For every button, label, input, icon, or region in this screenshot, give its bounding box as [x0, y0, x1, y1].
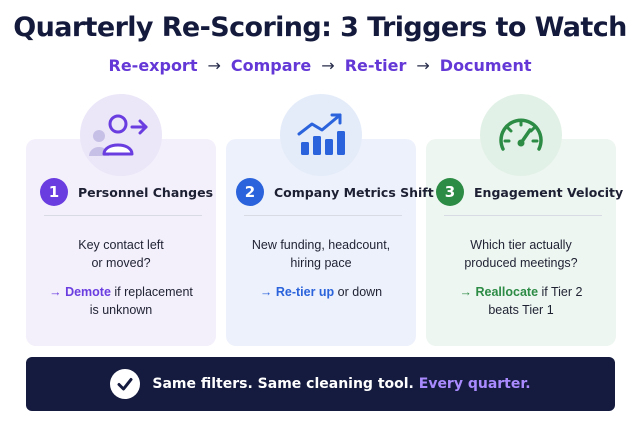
process-steps: Re-export → Compare → Re-tier → Document: [0, 56, 640, 75]
question-line: New funding, headcount,: [251, 238, 391, 252]
action-arrow: →: [459, 285, 473, 299]
card-action: → Demote if replacement is unknown: [26, 283, 216, 319]
action-line: → Re-tier up or down: [226, 283, 416, 301]
step-arrow: →: [416, 56, 430, 75]
speedometer-icon: [480, 94, 562, 176]
card-action: → Re-tier up or down: [226, 283, 416, 301]
card-header-metrics: 2 Company Metrics Shift: [236, 176, 434, 208]
question-line: Key contact left: [78, 238, 164, 252]
action-highlight: Demote: [65, 285, 111, 299]
card-title: Personnel Changes: [78, 184, 214, 200]
card-title: Company Metrics Shift: [274, 184, 434, 200]
step-number-badge: 2: [236, 178, 264, 206]
step-compare: Compare: [230, 56, 312, 75]
action-arrow: →: [49, 285, 62, 299]
card-question: New funding, headcount, hiring pace: [226, 236, 416, 272]
step-number-badge: 1: [40, 178, 68, 206]
check-circle-icon: [110, 369, 141, 399]
action-line-2: is unknown: [89, 303, 153, 317]
card-title: Engagement Velocity: [474, 184, 624, 200]
footer-main-text: Same filters. Same cleaning tool.: [152, 376, 414, 392]
question-line: produced meetings?: [464, 256, 578, 270]
action-line-2: beats Tier 1: [488, 303, 554, 317]
step-re-export: Re-export: [108, 56, 198, 75]
action-line: → Demote if replacement: [26, 283, 216, 301]
step-arrow: →: [321, 56, 335, 75]
footer-accent-text: Every quarter.: [418, 376, 531, 392]
step-arrow: →: [207, 56, 221, 75]
person-arrow-icon: [80, 94, 162, 176]
action-rest: if replacement: [110, 285, 193, 299]
action-rest: if Tier 2: [538, 285, 583, 299]
footer-banner: Same filters. Same cleaning tool. Every …: [26, 357, 615, 411]
action-rest: or down: [334, 285, 383, 299]
question-line: hiring pace: [290, 256, 352, 270]
trending-up-chart-icon: [280, 94, 362, 176]
action-line: → Reallocate if Tier 2: [426, 283, 616, 301]
step-document: Document: [439, 56, 532, 75]
card-header-personnel: 1 Personnel Changes: [40, 176, 220, 208]
card-question: Which tier actually produced meetings?: [426, 236, 616, 272]
card-divider: [444, 215, 602, 216]
question-line: or moved?: [91, 256, 151, 270]
step-re-tier: Re-tier: [344, 56, 407, 75]
card-action: → Reallocate if Tier 2 beats Tier 1: [426, 283, 616, 319]
page-title: Quarterly Re-Scoring: 3 Triggers to Watc…: [13, 12, 627, 43]
card-question: Key contact left or moved?: [26, 236, 216, 272]
action-highlight: Re-tier up: [275, 285, 335, 299]
action-arrow: →: [259, 285, 273, 299]
action-highlight: Reallocate: [475, 285, 539, 299]
footer-text: Same filters. Same cleaning tool. Every …: [152, 376, 530, 392]
card-divider: [44, 215, 202, 216]
step-number-badge: 3: [436, 178, 464, 206]
question-line: Which tier actually: [470, 238, 572, 252]
card-divider: [244, 215, 402, 216]
card-header-engagement: 3 Engagement Velocity: [436, 176, 623, 208]
